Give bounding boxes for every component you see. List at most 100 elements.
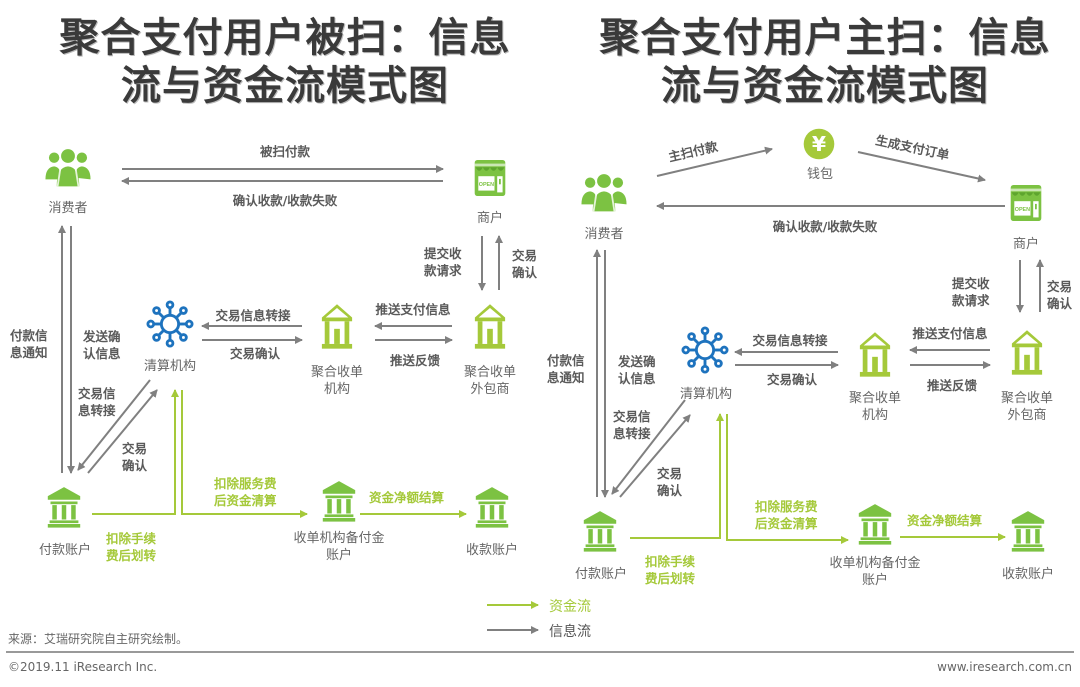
edge-trade-confirm2-line2: 确认 [122, 458, 148, 473]
lime-bank-icon [473, 302, 507, 350]
edge-pay-info-notify-r: 付款信 息通知 [547, 352, 585, 386]
users-icon [42, 143, 94, 195]
edge-pay-info-notify: 付款信 息通知 [10, 327, 48, 361]
aggregator-label-r-line1: 聚合收单 [848, 391, 901, 406]
edge-submit-request-r-line2: 款请求 [952, 293, 990, 308]
bank-icon [46, 483, 82, 529]
edge-trade-confirm2-r-line1: 交易 [657, 466, 683, 481]
payer-account-label-r: 付款账户 [574, 567, 627, 582]
edge-deduct-service-line2: 后资金清算 [214, 493, 277, 508]
aggregator-label-line2: 机构 [323, 382, 350, 397]
aggregator-label: 聚合收单 机构 [300, 364, 374, 398]
network-hub-icon [681, 326, 729, 374]
edge-pay-info-notify-r-line1: 付款信 [547, 353, 585, 368]
edge-net-settle: 资金净额结算 [369, 490, 445, 505]
lime-bank-icon [858, 330, 892, 378]
arrow-gen-order [857, 151, 986, 183]
arrow-active-scan [656, 146, 773, 177]
users-icon [578, 168, 630, 220]
edge-merchant-confirm: 交易 确认 [512, 247, 537, 281]
edge-push-feedback-r: 推送反馈 [926, 378, 977, 393]
edge-submit-request-line2: 款请求 [424, 263, 462, 278]
reserve-account-label-r: 收单机构备付金 账户 [816, 555, 934, 589]
edge-merchant-confirm-r-line1: 交易 [1047, 279, 1073, 294]
clearing-label: 清算机构 [143, 359, 196, 374]
edge-trade-confirm2-r-line2: 确认 [657, 483, 683, 498]
aggregator-label-r-line2: 机构 [861, 408, 888, 423]
left-title: 聚合支付用户被扫：信息 流与资金流模式图 [40, 14, 530, 110]
edge-trade-info-relay2-r-line2: 息转接 [613, 426, 651, 441]
edge-merchant-confirm-line2: 确认 [512, 265, 538, 280]
lime-bank-icon [320, 302, 354, 350]
edge-submit-request: 提交收 款请求 [424, 245, 462, 279]
legend-fund-flow: 资金流 [549, 599, 591, 615]
edge-send-confirm-line1: 发送确 [83, 329, 121, 344]
wallet-label: 钱包 [806, 167, 833, 182]
payee-account-label-r: 收款账户 [1001, 567, 1054, 582]
arrow-trade-info-relay2-r [611, 399, 686, 495]
edge-pay-info-notify-r-line2: 息通知 [547, 370, 585, 385]
edge-trade-info-relay2-line1: 交易信 [78, 386, 116, 401]
reserve-account-label-line2: 账户 [325, 548, 352, 563]
website-link[interactable]: www.iresearch.com.cn [937, 660, 1072, 674]
edge-trade-info-relay2: 交易信 息转接 [78, 385, 116, 419]
edge-deduct-fee-r: 扣除手续 费后划转 [645, 553, 695, 587]
edge-send-confirm-r-line1: 发送确 [618, 354, 656, 369]
arrow-trade-confirm2-r [619, 414, 691, 498]
edge-trade-confirm2-line1: 交易 [122, 441, 148, 456]
bank-icon [1010, 507, 1046, 553]
legend-info-flow: 信息流 [549, 624, 591, 640]
edge-send-confirm-r-line2: 认信息 [618, 371, 656, 386]
edge-merchant-confirm-r-line2: 确认 [1047, 296, 1073, 311]
edge-push-pay-info: 推送支付信息 [375, 302, 451, 317]
arrow-deduct-service-r [726, 414, 849, 544]
reserve-account-label-r-line2: 账户 [861, 573, 888, 588]
lime-bank-icon [1010, 328, 1044, 376]
consumer-label: 消费者 [48, 201, 88, 216]
edge-deduct-fee-line1: 扣除手续 [106, 531, 157, 546]
edge-submit-request-r: 提交收 款请求 [952, 275, 990, 309]
edge-deduct-fee: 扣除手续 费后划转 [106, 530, 156, 564]
arrow-deduct-fee-r [630, 413, 724, 539]
edge-push-pay-info-r: 推送支付信息 [912, 326, 988, 341]
bank-icon [857, 500, 893, 546]
edge-confirm-receipt-r: 确认收款/收款失败 [772, 219, 878, 234]
reserve-account-label-r-line1: 收单机构备付金 [829, 556, 921, 571]
edge-confirm-receipt: 确认收款/收款失败 [232, 193, 338, 208]
edge-trade-info-relay2-r: 交易信 息转接 [613, 408, 651, 442]
source-note: 来源：艾瑞研究院自主研究绘制。 [8, 632, 189, 646]
edge-net-settle-r: 资金净额结算 [907, 513, 983, 528]
outsourcer-label-line2: 外包商 [470, 382, 510, 397]
arrow-trade-confirm2 [87, 389, 158, 474]
edge-scan-pay: 被扫付款 [259, 144, 310, 159]
edge-merchant-confirm-line1: 交易 [512, 248, 538, 263]
edge-send-confirm: 发送确 认信息 [83, 328, 121, 362]
left-title-line1: 聚合支付用户被扫：信息 [59, 15, 511, 61]
outsourcer-label-r-line1: 聚合收单 [1000, 391, 1053, 406]
outsourcer-label: 聚合收单 外包商 [453, 364, 527, 398]
edge-trade-confirm-r: 交易确认 [766, 372, 817, 387]
bank-icon [321, 477, 357, 523]
shop-open-icon [1008, 183, 1044, 223]
clearing-label-r: 清算机构 [679, 387, 732, 402]
shop-open-icon [472, 158, 508, 198]
edge-trade-confirm2-r: 交易 确认 [657, 465, 682, 499]
edge-merchant-confirm-r: 交易 确认 [1047, 278, 1072, 312]
arrow-deduct-fee [92, 389, 179, 515]
payee-account-label: 收款账户 [465, 543, 518, 558]
outsourcer-label-r-line2: 外包商 [1007, 408, 1047, 423]
aggregator-label-line1: 聚合收单 [310, 365, 363, 380]
edge-trade-info-relay2-line2: 息转接 [78, 403, 116, 418]
left-title-line2: 流与资金流模式图 [121, 63, 449, 109]
outsourcer-label-line1: 聚合收单 [463, 365, 516, 380]
consumer-label-r: 消费者 [584, 227, 624, 242]
edge-send-confirm-line2: 认信息 [83, 346, 121, 361]
edge-push-feedback: 推送反馈 [389, 353, 440, 368]
bank-icon [474, 483, 510, 529]
payer-account-label: 付款账户 [38, 543, 91, 558]
reserve-account-label: 收单机构备付金 账户 [280, 530, 398, 564]
edge-deduct-fee-r-line2: 费后划转 [645, 571, 696, 586]
edge-deduct-service-r: 扣除服务费 后资金清算 [755, 498, 818, 532]
merchant-label: 商户 [476, 211, 503, 226]
edge-deduct-service-line1: 扣除服务费 [214, 476, 277, 491]
